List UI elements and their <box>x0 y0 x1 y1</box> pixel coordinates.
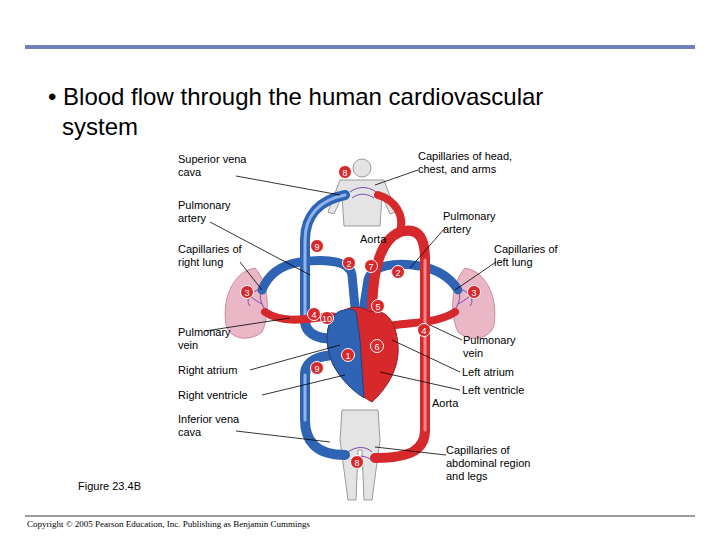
part-label: Capillaries of right lung <box>178 243 258 269</box>
copyright-note: Copyright © 2005 Pearson Education, Inc.… <box>27 519 310 529</box>
heart <box>327 307 398 402</box>
part-label: Right atrium <box>178 364 268 377</box>
part-label: Left atrium <box>462 366 552 379</box>
callout-number: 8 <box>350 455 364 469</box>
figure-caption: Figure 23.4B <box>78 480 141 492</box>
part-label: Pulmonary artery <box>443 210 513 236</box>
top-rule <box>25 45 695 49</box>
part-label: Pulmonary vein <box>178 326 248 352</box>
callout-number: 4 <box>417 323 431 337</box>
part-label: Pulmonary vein <box>463 334 533 360</box>
callout-number: 3 <box>240 285 254 299</box>
body-capillaries <box>348 188 376 461</box>
callout-number: 8 <box>338 165 352 179</box>
callout-number: 1 <box>341 348 355 362</box>
part-label: Capillaries of abdominal region and legs <box>446 444 546 483</box>
callout-number: 4 <box>307 307 321 321</box>
callout-number: 10 <box>320 311 334 325</box>
callout-number: 9 <box>310 239 324 253</box>
callout-number: 5 <box>371 299 385 313</box>
part-label: Capillaries of left lung <box>494 243 564 269</box>
callout-number: 3 <box>467 285 481 299</box>
part-label: Left ventricle <box>462 384 562 397</box>
left-lung <box>453 268 495 338</box>
callout-number: 7 <box>364 259 378 273</box>
callout-number: 9 <box>310 361 324 375</box>
part-label: Inferior vena cava <box>178 413 253 439</box>
oxygenated-vessels <box>265 195 455 458</box>
part-label: Aorta <box>432 397 472 410</box>
part-label: Superior vena cava <box>178 153 248 179</box>
slide-title: • Blood flow through the human cardiovas… <box>48 82 622 142</box>
bottom-rule <box>25 515 695 517</box>
part-label: Aorta <box>360 233 400 246</box>
right-lung <box>225 268 267 338</box>
part-label: Pulmonary artery <box>178 199 248 225</box>
part-label: Capillaries of head, chest, and arms <box>418 150 518 176</box>
callout-number: 6 <box>370 339 384 353</box>
part-label: Right ventricle <box>178 389 278 402</box>
callout-number: 2 <box>391 265 405 279</box>
callout-number: 2 <box>342 256 356 270</box>
